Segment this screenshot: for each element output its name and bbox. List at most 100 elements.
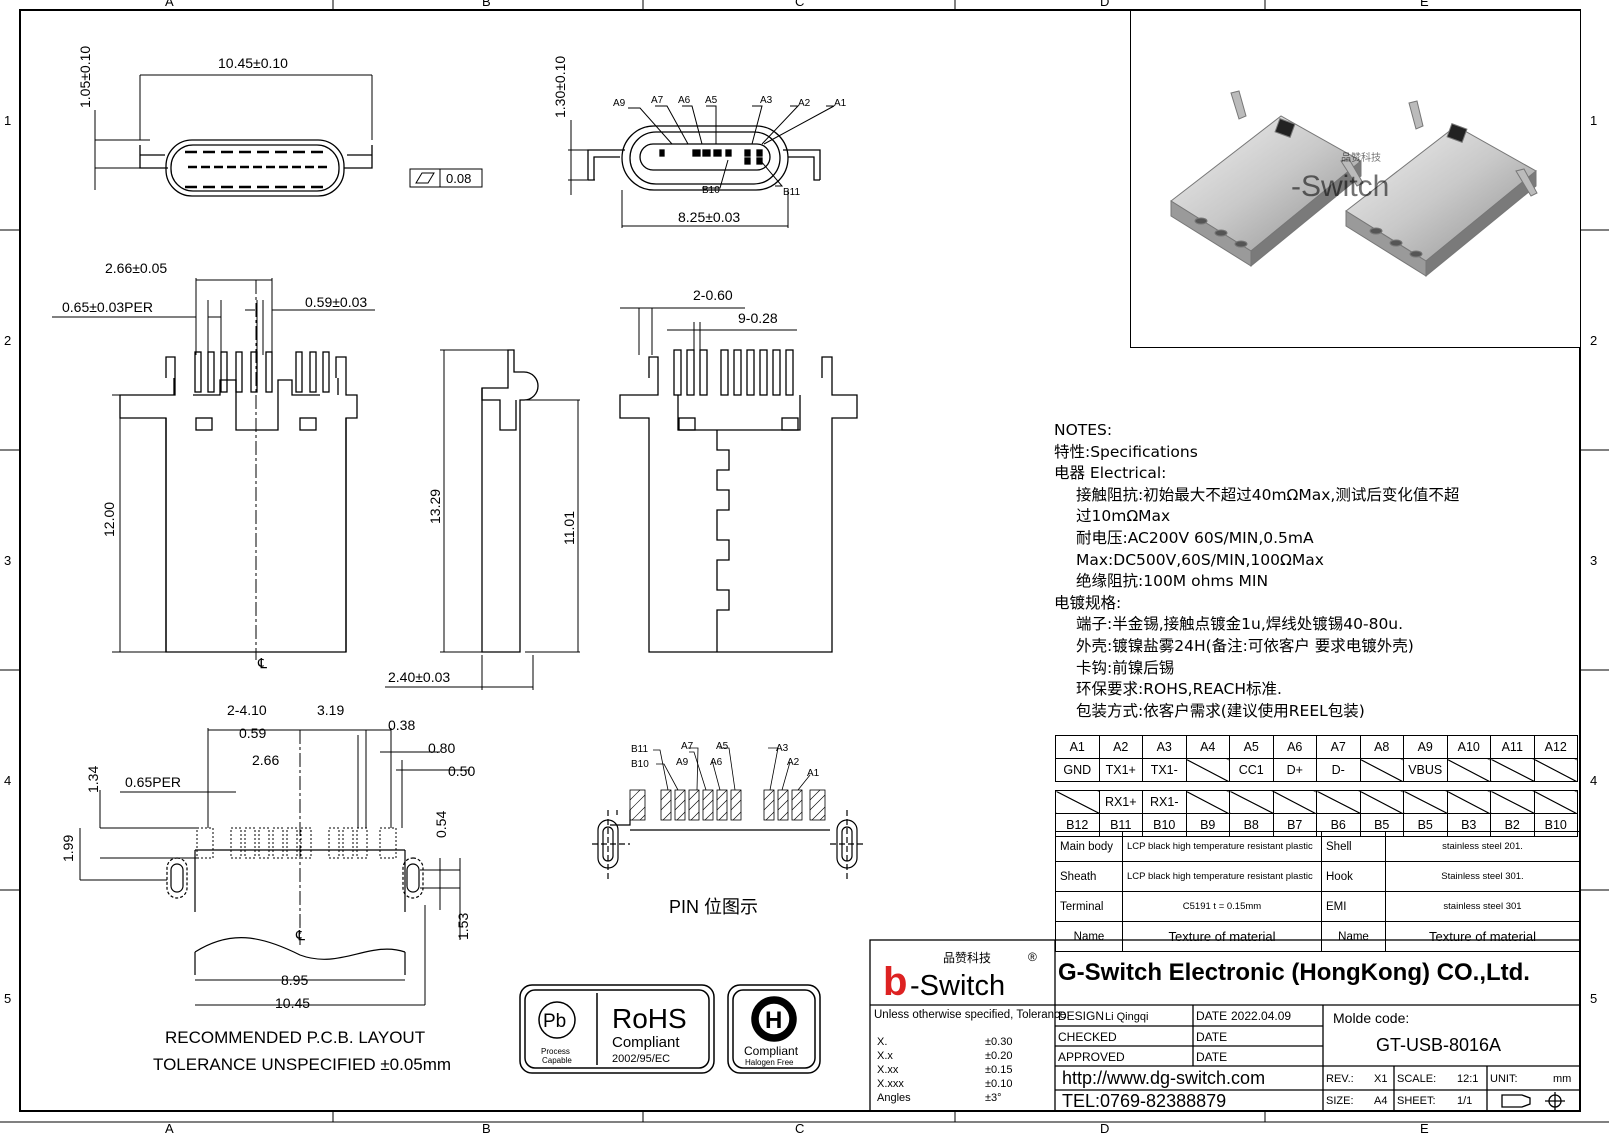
pinmap-label: A5 [716,741,729,752]
rohs-badge [519,984,715,1074]
bottom-plan-view [619,307,858,653]
halogen-sub: Compliant [744,1044,799,1058]
pin-cell-empty [1446,758,1491,782]
pin-cell-empty [1185,790,1230,814]
mat-header: Name [1321,921,1386,952]
pin-cell: D- [1316,758,1361,782]
row-label: 1 [1590,113,1597,128]
col-label: E [1420,1121,1429,1136]
pin-cell: A7 [1316,735,1361,759]
halogen-icon: H [765,1007,782,1034]
product-photo: -Switch 品赞科技 [1130,10,1581,348]
halogen-badge [727,984,821,1074]
pcb-dim-059: 0.59 [239,725,266,741]
notes-item: 包装方式:依客户需求(建议使用REEL包装) [1076,701,1365,720]
row-label: 4 [4,773,11,788]
pin-cell-empty [1185,758,1230,782]
row-label: 3 [1590,553,1597,568]
pinmap-label: A9 [676,757,689,768]
pin-cell: RX1- [1142,790,1187,814]
plan-view [52,278,375,660]
pin-label: B11 [783,187,800,198]
dim-front-width: 8.25±0.03 [678,209,740,225]
dim-1329: 13.29 [427,489,443,524]
mat-header: Texture of material [1122,921,1322,952]
pin-cell-empty [1490,758,1535,782]
notes-item: 过10mΩMax [1076,507,1171,526]
dim-059: 0.59±0.03 [305,294,367,310]
notes-item: 绝缘阻抗:100M ohms MIN [1076,572,1269,591]
pcb-dim-054: 0.54 [433,811,449,838]
dim-flatness: 0.08 [446,171,471,186]
pcb-dim-134: 1.34 [85,766,101,793]
pcb-dim-266: 2.66 [252,752,279,768]
notes-item: 接触阻抗:初始最大不超过40mΩMax,测试后变化值不超 [1076,485,1460,504]
row-label: 5 [1590,991,1597,1006]
pinmap-label: A3 [776,743,789,754]
notes-line: 电镀规格: [1054,593,1122,612]
pin-label: A9 [613,98,626,109]
col-label: D [1100,1121,1109,1136]
notes-line: 特性:Specifications [1054,442,1198,461]
pin-cell: CC1 [1229,758,1274,782]
row-label: 2 [1590,333,1597,348]
notes-item: 环保要求:ROHS,REACH标准. [1076,680,1282,699]
pin-cell: VBUS [1403,758,1448,782]
pb-label: Pb [543,1011,566,1032]
halogen-sub2: Halogen Free [745,1058,794,1067]
col-label: C [795,0,804,9]
notes-item: Max:DC500V,60S/MIN,100ΩMax [1076,550,1324,569]
pcb-dim-2410: 2-4.10 [227,702,267,718]
mat-header: Texture of material [1385,921,1580,952]
dim-240: 2.40±0.03 [388,669,450,685]
photo-watermark: -Switch [1291,170,1389,203]
pin-cell: A8 [1359,735,1404,759]
centerline: ℄ [257,655,267,671]
pin-label: A2 [798,98,811,109]
row-label: 5 [4,991,11,1006]
dim-top-height: 1.05±0.10 [77,46,93,108]
pin-cell-empty [1533,758,1578,782]
dim-top-width: 10.45±0.10 [218,55,288,71]
mat-name: EMI [1321,891,1386,922]
pin-cell: A3 [1142,735,1187,759]
side-view [385,349,580,690]
pin-map [592,747,865,880]
pin-cell: TX1- [1142,758,1187,782]
col-label: B [482,1121,491,1136]
dim-1200: 12.00 [101,502,117,537]
pin-label: B10 [702,185,720,196]
pin-cell: A1 [1055,735,1100,759]
pin-cell: A5 [1229,735,1274,759]
pin-cell: GND [1055,758,1100,782]
pin-cell-empty [1490,790,1535,814]
rohs-label: RoHS [612,1003,687,1034]
mat-name: Main body [1055,831,1123,862]
row-label: 2 [4,333,11,348]
pinmap-label: B10 [631,759,649,770]
pin-label: A6 [678,95,691,106]
pin-cell: A10 [1446,735,1491,759]
pin-cell: TX1+ [1098,758,1143,782]
rohs-sub: Compliant [612,1034,680,1051]
pin-label: A7 [651,95,664,106]
pinmap-caption: PIN 位图示 [669,897,758,917]
pcb-dim-153: 1.53 [455,913,471,940]
notes-item: 端子:半金锡,接触点镀金1u,焊线处镀锡40-80u. [1076,615,1404,634]
col-label: B [482,0,491,9]
col-label: A [165,0,174,9]
pb-sub: Process [541,1047,570,1056]
row-label: 4 [1590,773,1597,788]
pin-row-b-signal: RX1+ RX1- [1055,790,1578,814]
pcb-label: RECOMMENDED P.C.B. LAYOUT [165,1028,425,1047]
notes-title: NOTES: [1054,421,1113,439]
pin-label: A5 [705,95,718,106]
pin-cell-empty [1533,790,1578,814]
rohs-code: 2002/95/EC [612,1053,670,1065]
pcb-centerline: ℄ [295,927,305,943]
dim-928: 9-0.28 [738,310,778,326]
pinmap-label: A6 [710,757,723,768]
row-label: 3 [4,553,11,568]
materials-table: Main body LCP black high temperature res… [1055,831,1580,952]
